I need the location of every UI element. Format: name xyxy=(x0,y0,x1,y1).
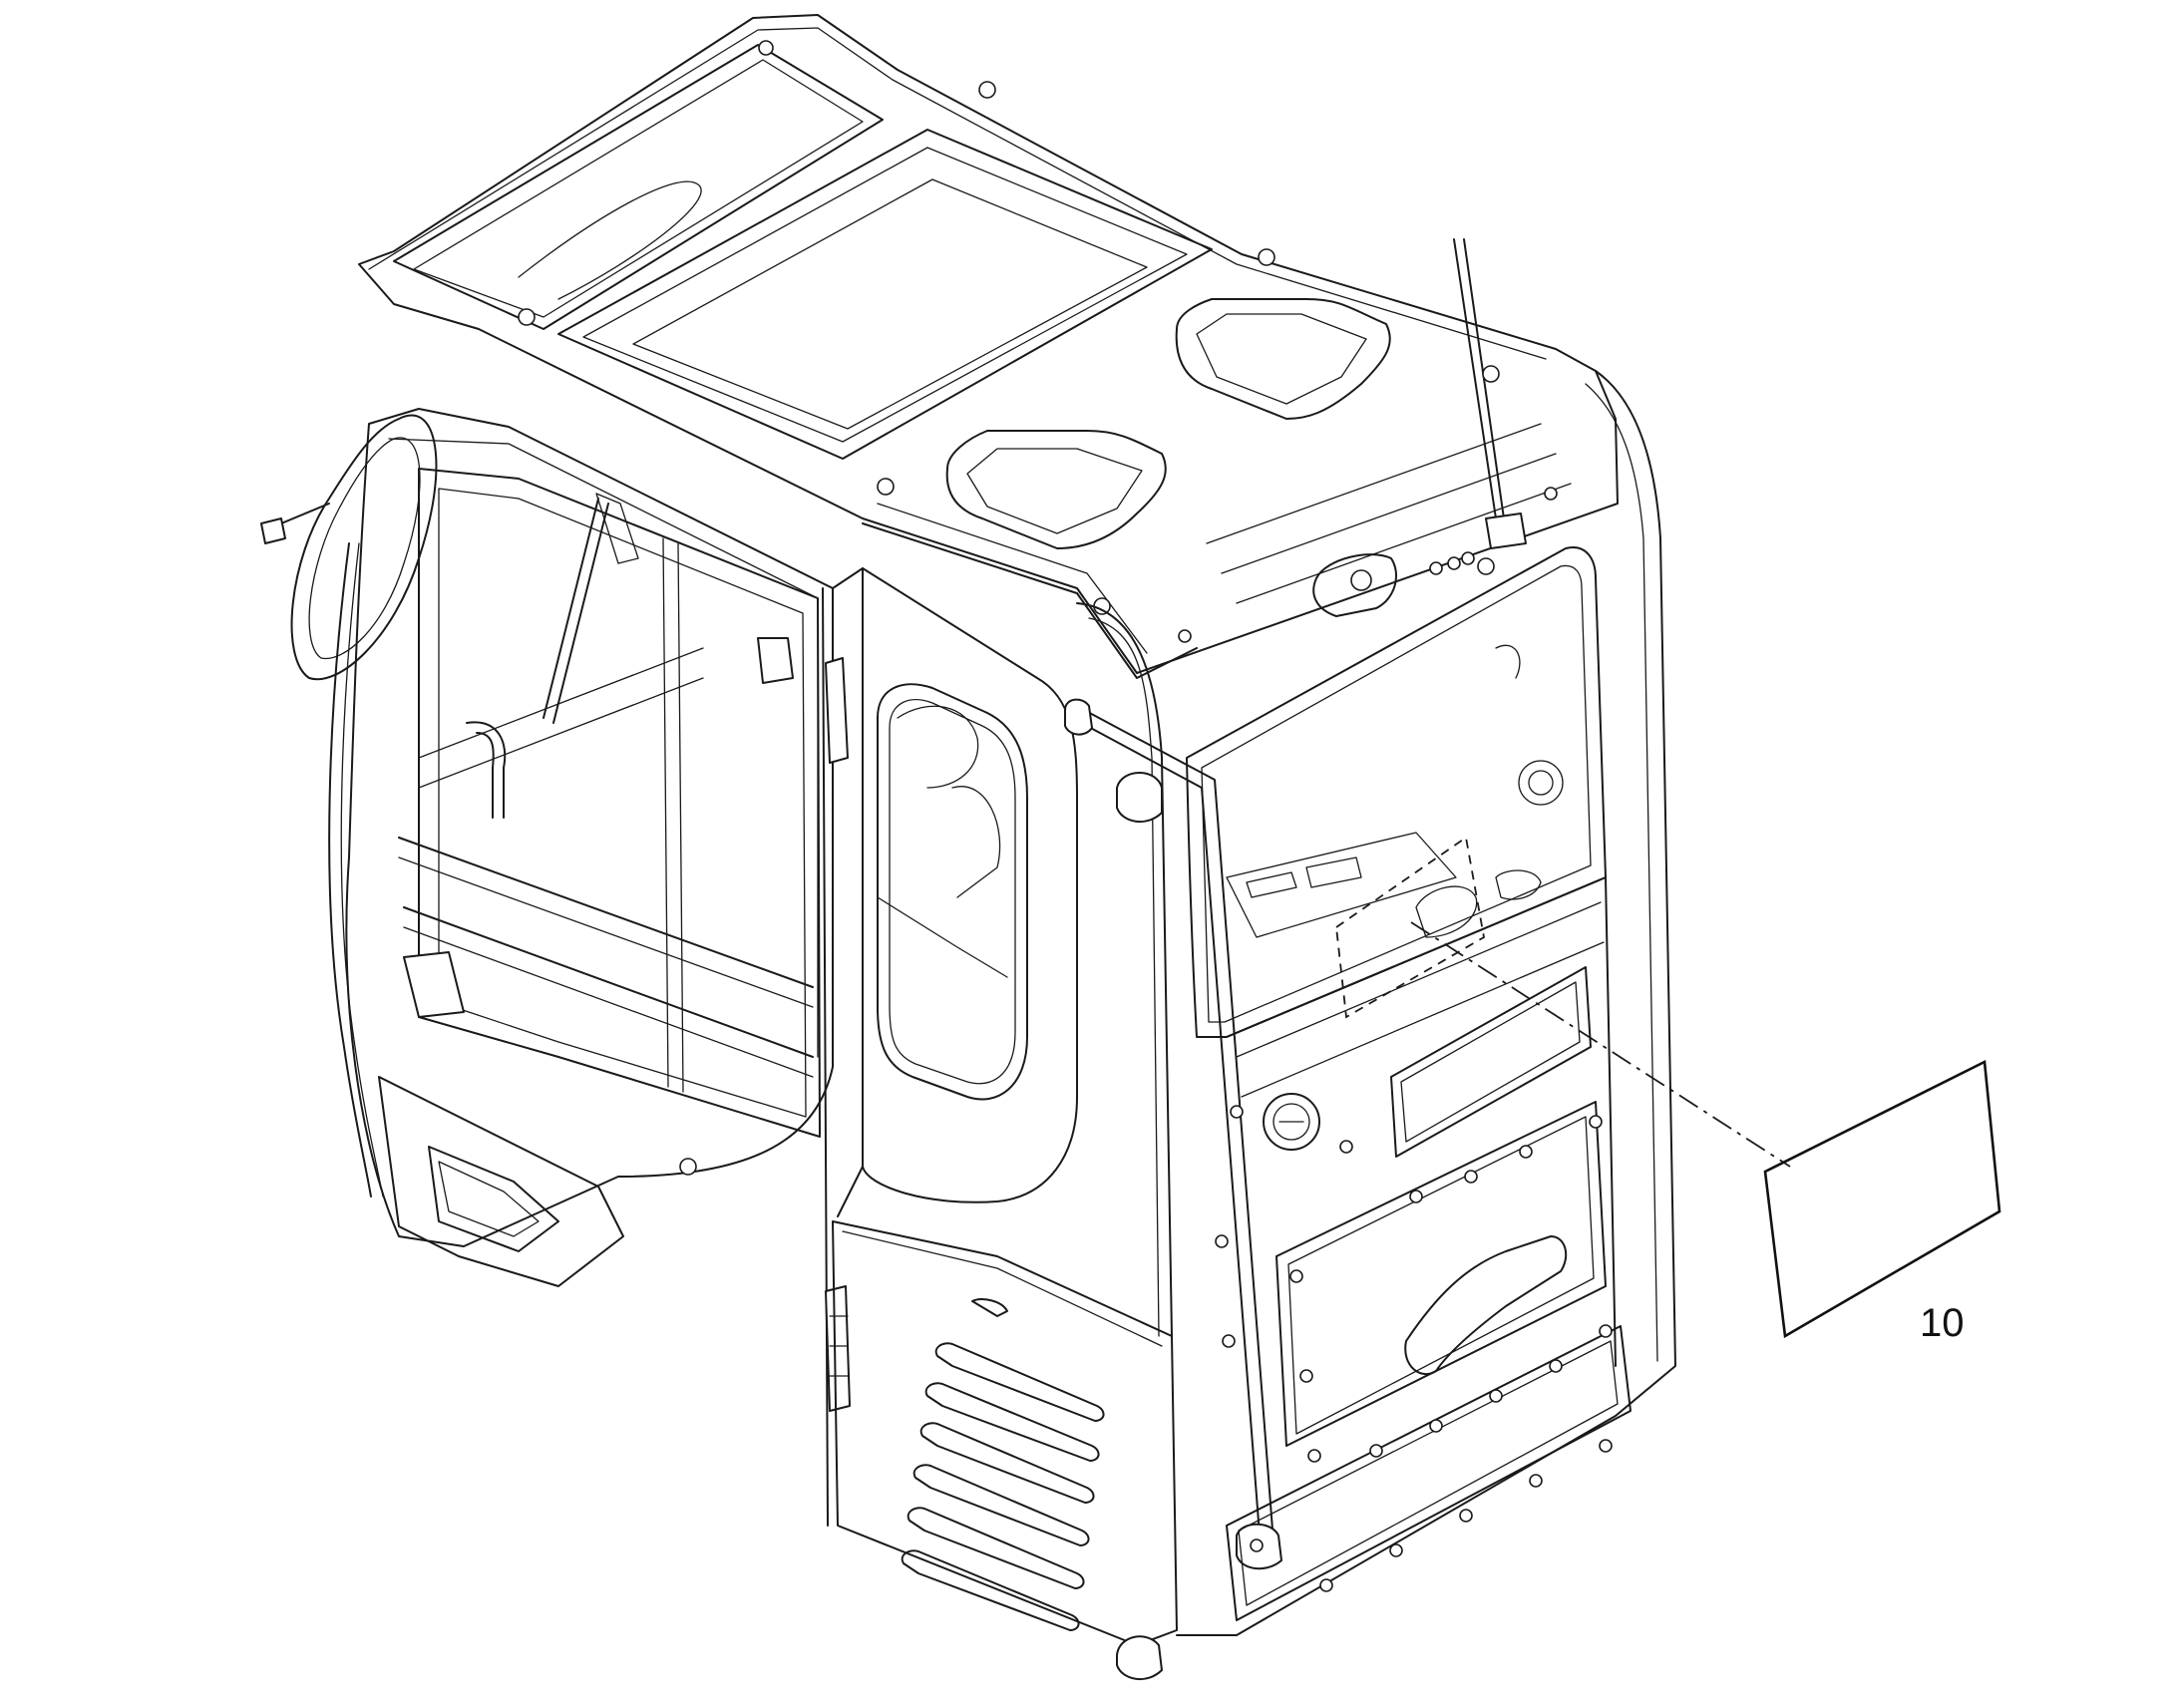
cab-lower-side-panel xyxy=(832,1220,1178,1646)
cab-roof xyxy=(358,14,1619,679)
cab-left-door xyxy=(260,408,834,1287)
callout-part-10: 10 xyxy=(1410,921,2001,1345)
decal-part-10 xyxy=(1763,1059,2001,1339)
cab-side-window xyxy=(862,567,1078,1203)
cab-front-pillar xyxy=(822,567,864,1527)
callout-label-10: 10 xyxy=(1920,1301,1965,1345)
cab-rear xyxy=(1064,370,1676,1680)
